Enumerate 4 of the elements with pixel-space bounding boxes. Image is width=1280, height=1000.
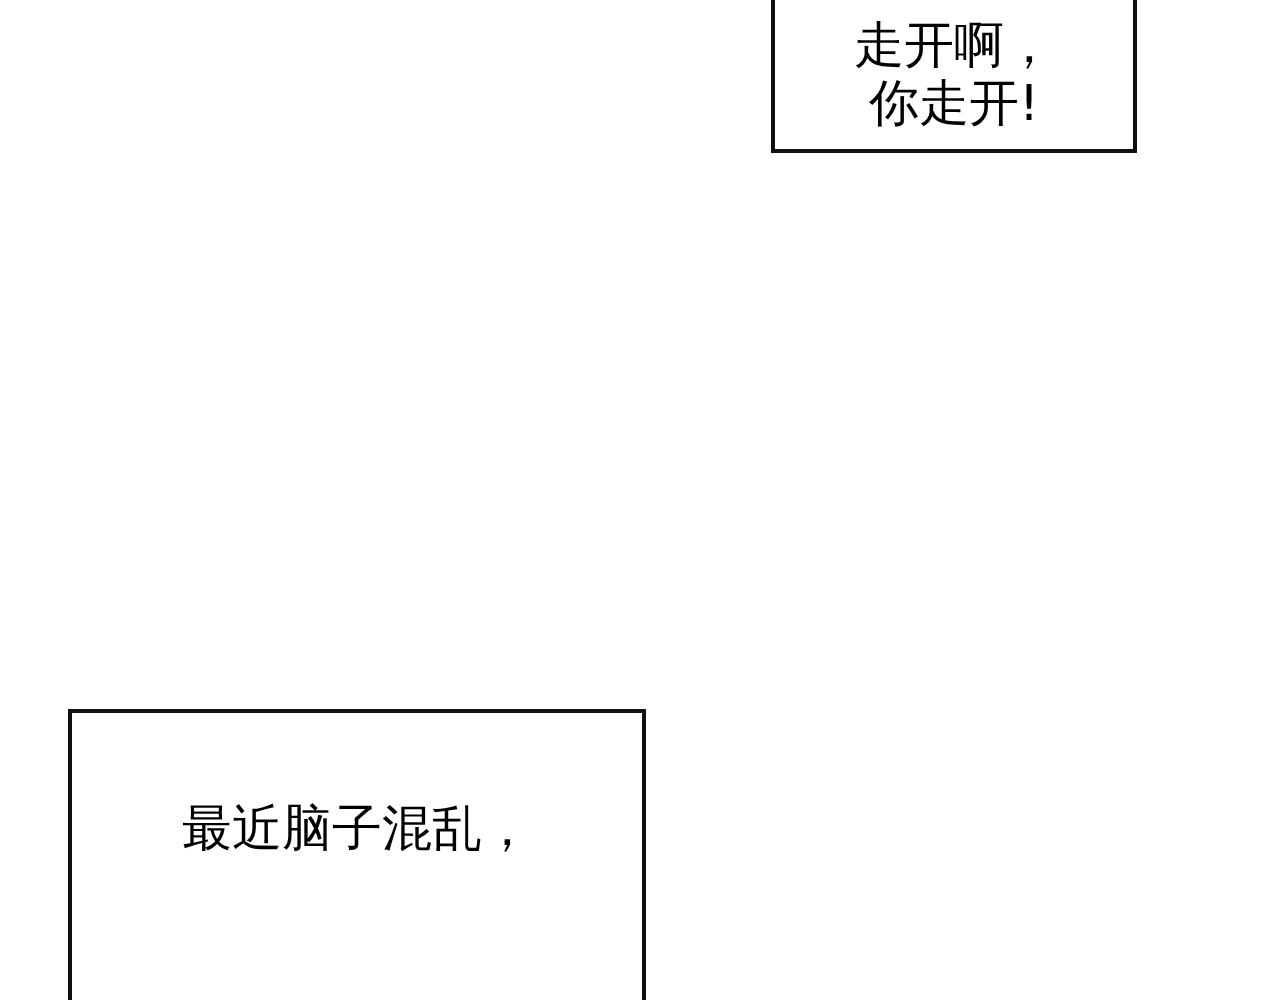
caption-box bbox=[771, 0, 1137, 153]
caption-text: 最近脑子混乱， bbox=[182, 800, 532, 858]
caption-box bbox=[68, 709, 646, 1000]
caption-text: 走开啊，你走开! bbox=[853, 17, 1055, 132]
